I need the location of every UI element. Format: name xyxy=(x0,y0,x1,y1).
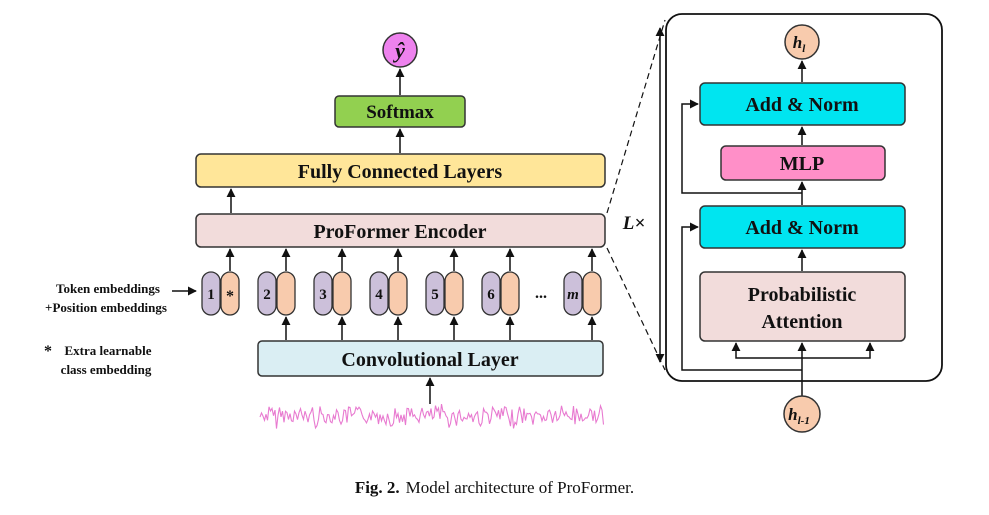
architecture-diagram: ŷ Softmax Fully Connected Layers ProForm… xyxy=(44,13,943,433)
token-5-position: 5 xyxy=(431,287,439,303)
input-signal-waveform xyxy=(259,403,605,430)
softmax-label: Softmax xyxy=(366,102,434,123)
add-norm-top-box xyxy=(699,82,906,126)
token-2-position: 2 xyxy=(263,287,271,303)
token-m-position: m xyxy=(567,287,579,303)
attention-label-line2: Attention xyxy=(761,311,842,333)
convolutional-layer-box xyxy=(257,340,604,377)
fully-connected-label: Fully Connected Layers xyxy=(298,161,503,183)
figure-caption: Fig. 2. Model architecture of ProFormer. xyxy=(0,478,989,498)
attention-input-right xyxy=(802,342,875,359)
token-5-purple xyxy=(425,271,445,316)
repeat-label: L× xyxy=(622,213,645,234)
attention-input-left xyxy=(731,342,802,359)
block-output-node xyxy=(784,24,820,60)
block-input-node xyxy=(783,395,821,433)
position-embeddings-label: +Position embeddings xyxy=(45,300,167,315)
add-norm-bottom-label: Add & Norm xyxy=(745,217,859,239)
output-symbol: ŷ xyxy=(392,38,405,63)
token-m-purple xyxy=(563,271,583,316)
token-5-orange xyxy=(444,271,464,316)
expansion-dashed-lower xyxy=(606,247,666,371)
token-6-purple xyxy=(481,271,501,316)
mlp-label: MLP xyxy=(780,153,824,175)
token-2-purple xyxy=(257,271,277,316)
class-token-symbol: * xyxy=(226,288,234,305)
token-3-position: 3 xyxy=(319,287,327,303)
residual-connection-lower xyxy=(681,222,802,371)
class-token-orange xyxy=(220,271,240,316)
token-4-orange xyxy=(388,271,408,316)
token-2-orange xyxy=(276,271,296,316)
token-3-orange xyxy=(332,271,352,316)
add-norm-bottom-box xyxy=(699,205,906,249)
class-token-position: 1 xyxy=(207,287,215,303)
token-4-purple xyxy=(369,271,389,316)
add-norm-top-label: Add & Norm xyxy=(745,94,859,116)
extra-note-line2: class embedding xyxy=(61,362,152,377)
residual-connection-upper xyxy=(681,99,802,194)
class-token-purple xyxy=(201,271,221,316)
extra-note-star: * xyxy=(44,343,52,360)
token-m-orange xyxy=(582,271,602,316)
extra-note-line1: Extra learnable xyxy=(64,343,151,358)
attention-label-line1: Probabilistic xyxy=(748,284,857,306)
token-4-position: 4 xyxy=(375,287,383,303)
token-ellipsis: ... xyxy=(535,285,547,302)
token-6-position: 6 xyxy=(487,287,495,303)
token-3-purple xyxy=(313,271,333,316)
figure-caption-text: Model architecture of ProFormer. xyxy=(405,478,635,497)
block-output-node-label: hl xyxy=(793,33,806,55)
block-input-node-label: hl-1 xyxy=(788,405,810,427)
output-node xyxy=(382,32,418,68)
convolutional-layer-label: Convolutional Layer xyxy=(341,349,518,371)
probabilistic-attention-box xyxy=(699,271,906,342)
token-6-orange xyxy=(500,271,520,316)
encoder-label: ProFormer Encoder xyxy=(313,221,486,243)
mlp-box xyxy=(720,145,886,181)
token-embeddings-label: Token embeddings xyxy=(56,281,160,296)
fully-connected-box xyxy=(195,153,606,188)
figure-number: Fig. 2. xyxy=(354,478,400,497)
expansion-dashed-upper xyxy=(606,19,666,214)
softmax-box xyxy=(334,95,466,128)
encoder-box xyxy=(195,213,606,248)
